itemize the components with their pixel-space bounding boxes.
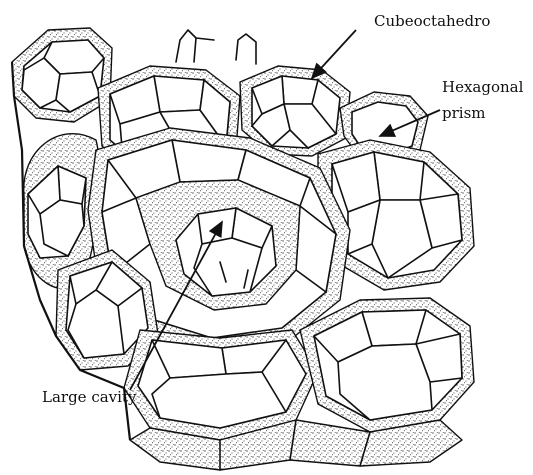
label-cubeoctahedro: Cubeoctahedro — [374, 12, 490, 30]
label-hexagonal-prism-line1: Hexagonal — [442, 78, 524, 96]
cage-lower-right — [300, 298, 474, 432]
top-stems — [176, 30, 256, 64]
cage-upper-left — [12, 28, 112, 122]
label-large-cavity: Large cavity — [42, 388, 137, 406]
label-hexagonal-prism-line2: prism — [442, 104, 486, 122]
cubeoctahedro-arrow — [312, 30, 356, 78]
